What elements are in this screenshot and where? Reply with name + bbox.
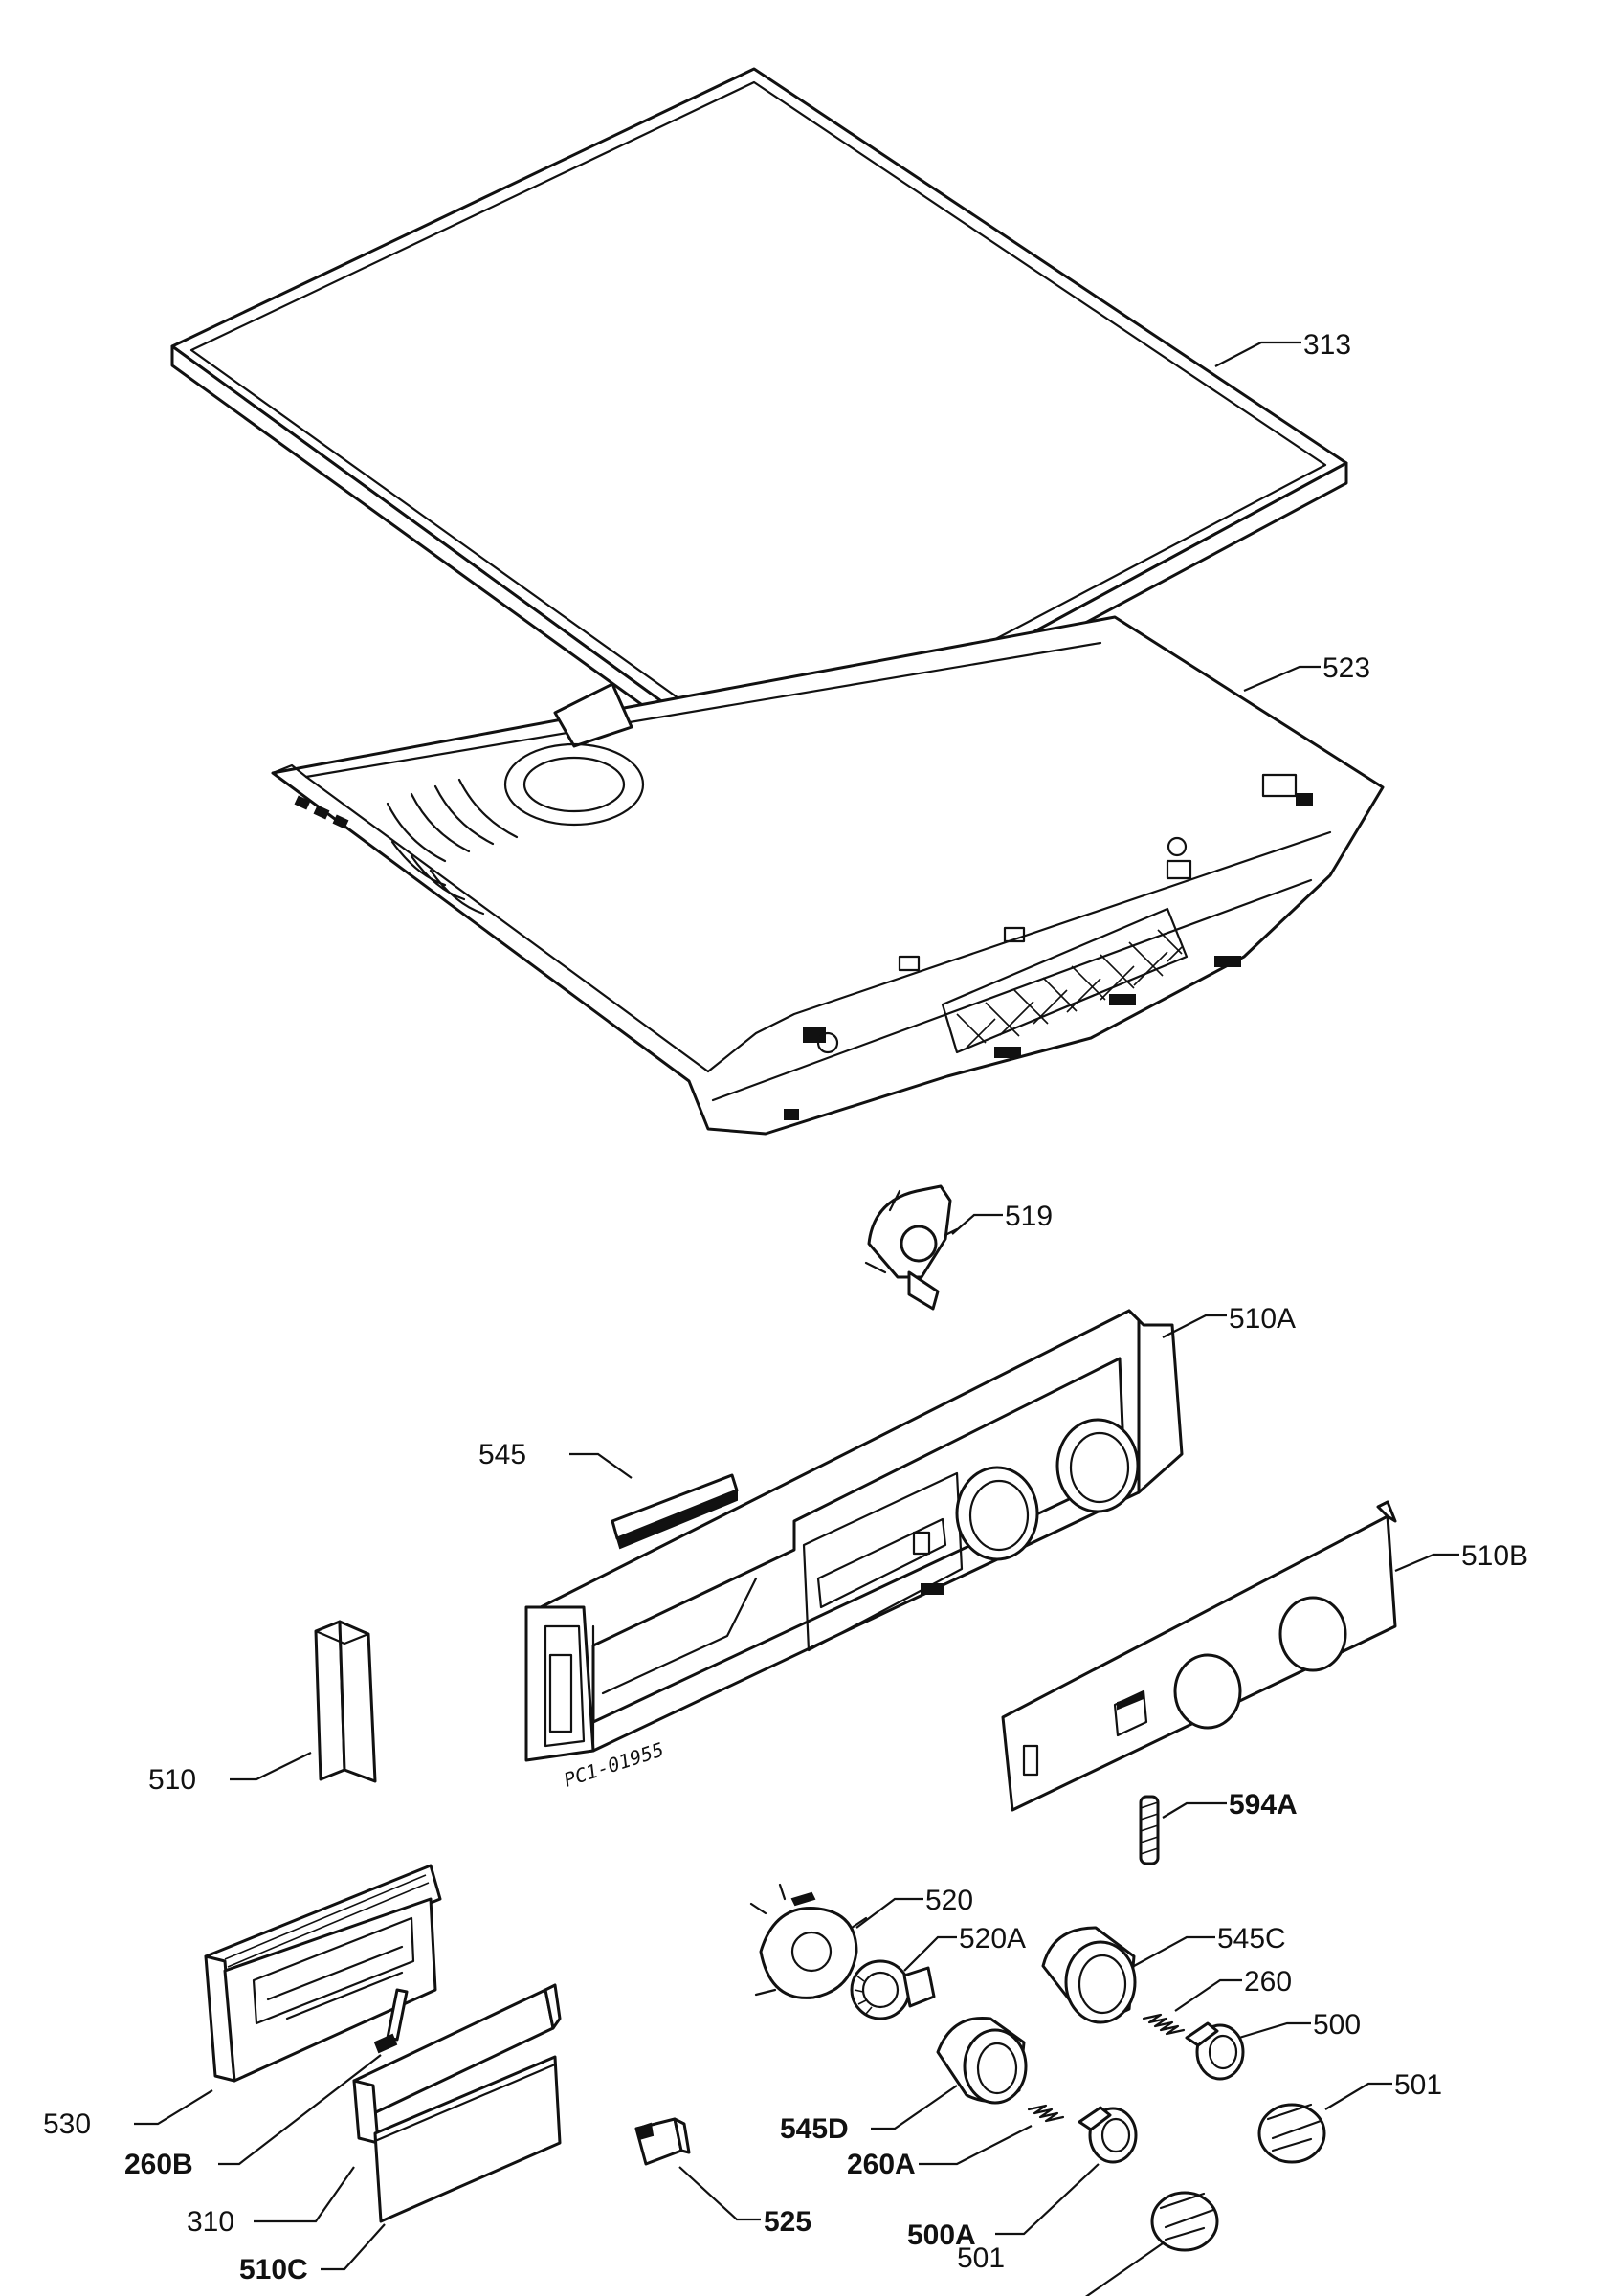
label-310: 310 [187,2206,234,2238]
label-510C: 510C [239,2254,308,2285]
part-510C [373,2055,562,2223]
part-501-knob [1257,2103,1326,2164]
label-500: 500 [1313,2009,1361,2041]
leader-500 [1238,2021,1311,2040]
label-260A: 260A [847,2149,916,2180]
leader-501 [1324,2082,1392,2110]
part-530-dispenser-drawer [204,1864,442,2083]
leader-310 [254,2166,355,2223]
leader-545C [1133,1935,1215,1967]
label-500A: 500A [907,2219,976,2251]
part-520 [749,1883,868,1999]
label-260B: 260B [124,2149,193,2180]
part-310 [352,1983,562,2145]
part-523-frame [271,615,1385,1136]
part-260B [373,1988,409,2054]
part-594A [1139,1795,1160,1866]
label-510A: 510A [1229,1303,1296,1335]
leader-313 [1214,341,1301,367]
label-510B: 510B [1461,1540,1528,1572]
label-501b: 501 [957,2242,1005,2274]
label-525: 525 [764,2206,811,2238]
part-500A [1078,2106,1138,2164]
leader-260B [218,2054,382,2166]
part-519 [864,1184,959,1311]
part-520A [850,1959,936,2020]
label-520: 520 [925,1885,973,1916]
label-313: 313 [1303,329,1351,361]
leader-523 [1243,665,1321,693]
part-260-spring [1142,2013,1186,2036]
part-545D [936,2016,1028,2105]
leader-520A [903,1935,957,1972]
label-545D: 545D [780,2113,849,2145]
part-510 [314,1620,377,1783]
part-545 [611,1473,739,1550]
part-510A-control-panel [524,1309,1184,1762]
label-530: 530 [43,2108,91,2140]
leader-545 [569,1452,633,1479]
leader-500A [995,2163,1100,2236]
leader-260A [919,2125,1033,2166]
leader-519 [951,1213,1003,1235]
leader-510 [230,1752,312,1781]
leader-520 [855,1897,923,1929]
leader-525 [678,2166,761,2221]
label-501: 501 [1394,2069,1442,2101]
part-510B-panel-plate [1001,1500,1397,1812]
label-594A: 594A [1229,1789,1298,1821]
part-501-knob-lower [1150,2191,1219,2252]
leader-510A [1162,1314,1227,1338]
part-labels: 313 523 519 510A 545 510B 510 594A 520 5… [43,329,1528,2285]
leader-510B [1394,1553,1459,1573]
leader-260 [1174,1978,1242,2012]
leader-510C [321,2223,386,2271]
label-545C: 545C [1217,1923,1286,1954]
part-545C [1041,1926,1137,2024]
leader-530 [134,2089,213,2126]
label-545: 545 [478,1439,526,1470]
leader-545D [871,2085,958,2130]
label-519: 519 [1005,1201,1053,1232]
leader-594A [1162,1801,1227,1819]
part-525 [634,2117,691,2166]
leader-501b [1084,2242,1164,2296]
part-523-mesh [941,907,1189,1054]
part-500 [1185,2021,1245,2081]
label-260: 260 [1244,1966,1292,1998]
part-260A-spring [1027,2104,1065,2123]
label-520A: 520A [959,1923,1026,1954]
label-523: 523 [1322,652,1370,684]
label-510: 510 [148,1764,196,1796]
